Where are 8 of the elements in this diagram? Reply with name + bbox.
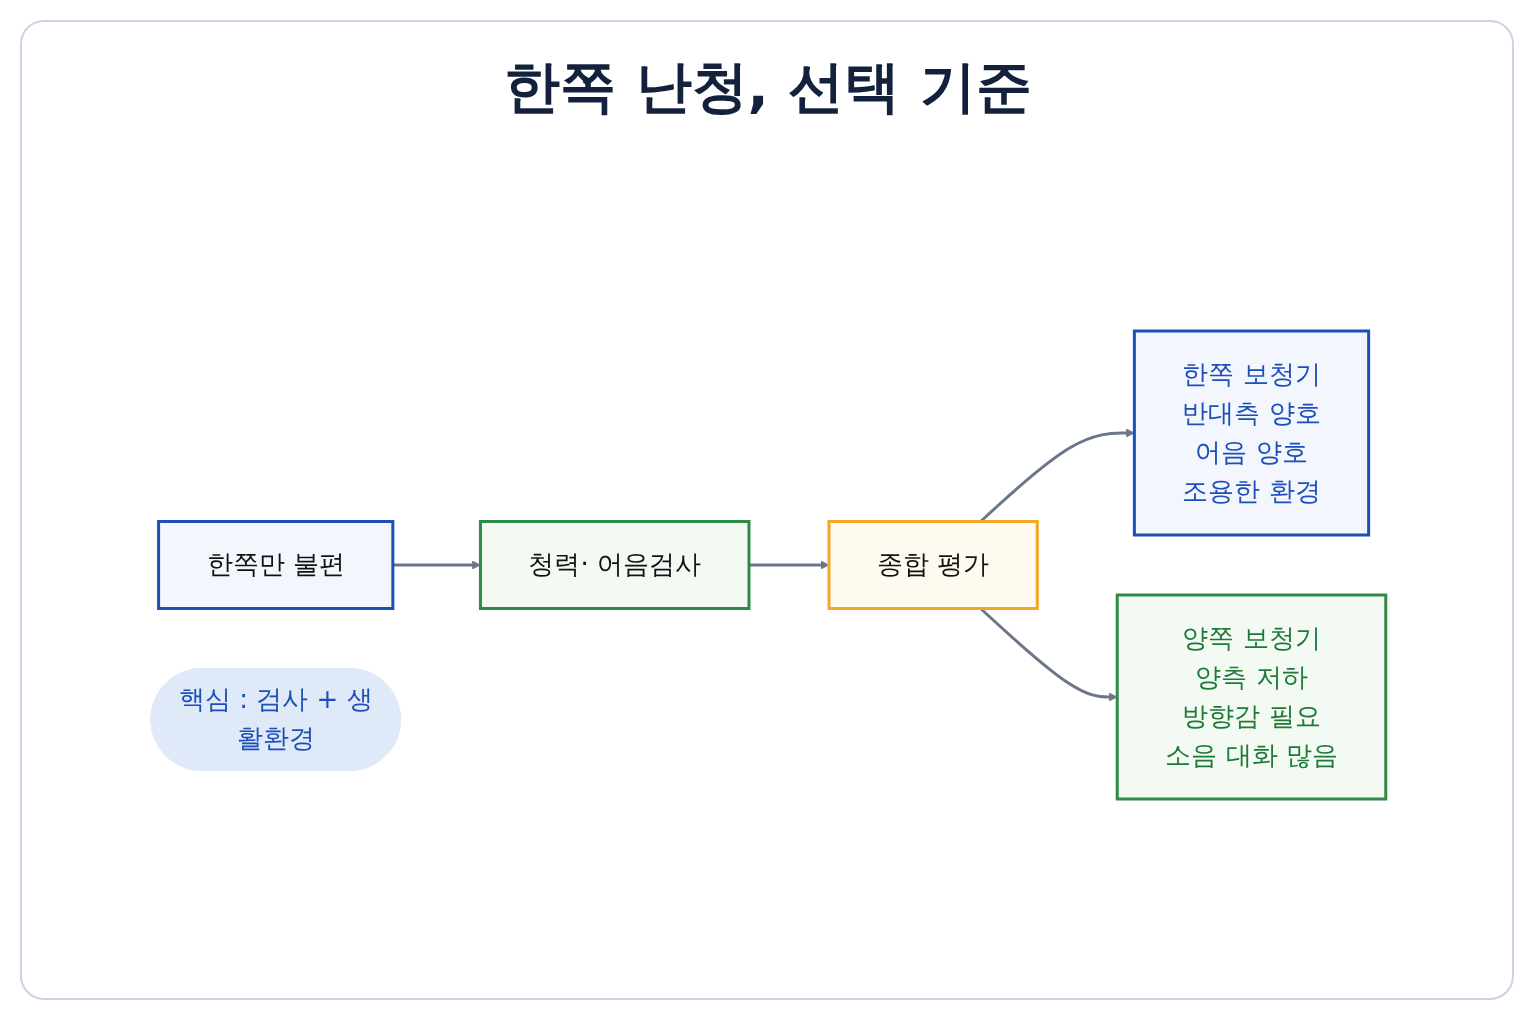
arrow (748, 560, 829, 570)
node-box: 양쪽 보청기 양측 저하 방향감 필요 소음 대화 많음 (1115, 593, 1387, 801)
title: 한쪽 난청, 선택 기준 (503, 53, 1033, 121)
node-box: 한쪽 보청기 반대측 양호 어음 양호 조용한 환경 (1132, 329, 1370, 537)
node-box: 한쪽만 불편 (156, 520, 394, 610)
node-box: 종합 평가 (827, 520, 1039, 610)
node-box: 청력· 어음검사 (478, 520, 751, 610)
arrow (392, 560, 481, 570)
